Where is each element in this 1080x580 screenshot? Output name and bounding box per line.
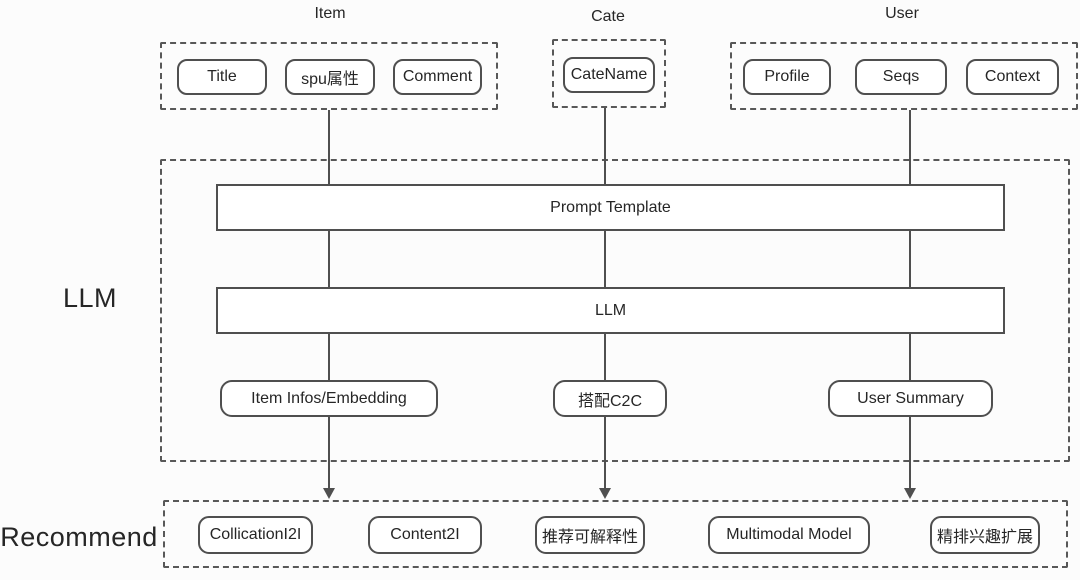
node-item-infos-embedding: Item Infos/Embedding [220,380,438,417]
bar-prompt-template: Prompt Template [216,184,1005,231]
bar-llm: LLM [216,287,1005,334]
down-arrowhead-icon [323,488,335,499]
down-arrowhead-icon [599,488,611,499]
node-seqs: Seqs [855,59,947,95]
node-context: Context [966,59,1059,95]
node-match-c2c: 搭配C2C [553,380,667,417]
section-label-llm: LLM [62,283,118,313]
node-content2i: Content2I [368,516,482,554]
node-profile: Profile [743,59,831,95]
node-title: Title [177,59,267,95]
group-box-user [730,42,1078,110]
node-catename: CateName [563,57,655,93]
node-ranking-interest-expansion: 精排兴趣扩展 [930,516,1040,554]
llm-section-box [160,159,1070,462]
group-label-item: Item [314,5,346,22]
group-label-cate: Cate [591,8,625,25]
down-arrowhead-icon [904,488,916,499]
node-comment: Comment [393,59,482,95]
node-recommend-explainability: 推荐可解释性 [535,516,645,554]
group-box-item [160,42,498,110]
group-label-user: User [885,5,919,22]
node-collication-i2i: CollicationI2I [198,516,313,554]
section-label-recommend: Recommend [0,522,158,552]
node-user-summary: User Summary [828,380,993,417]
node-multimodal-model: Multimodal Model [708,516,870,554]
node-spu-attributes: spu属性 [285,59,375,95]
group-box-cate [552,39,666,108]
recommend-section-box [163,500,1068,568]
